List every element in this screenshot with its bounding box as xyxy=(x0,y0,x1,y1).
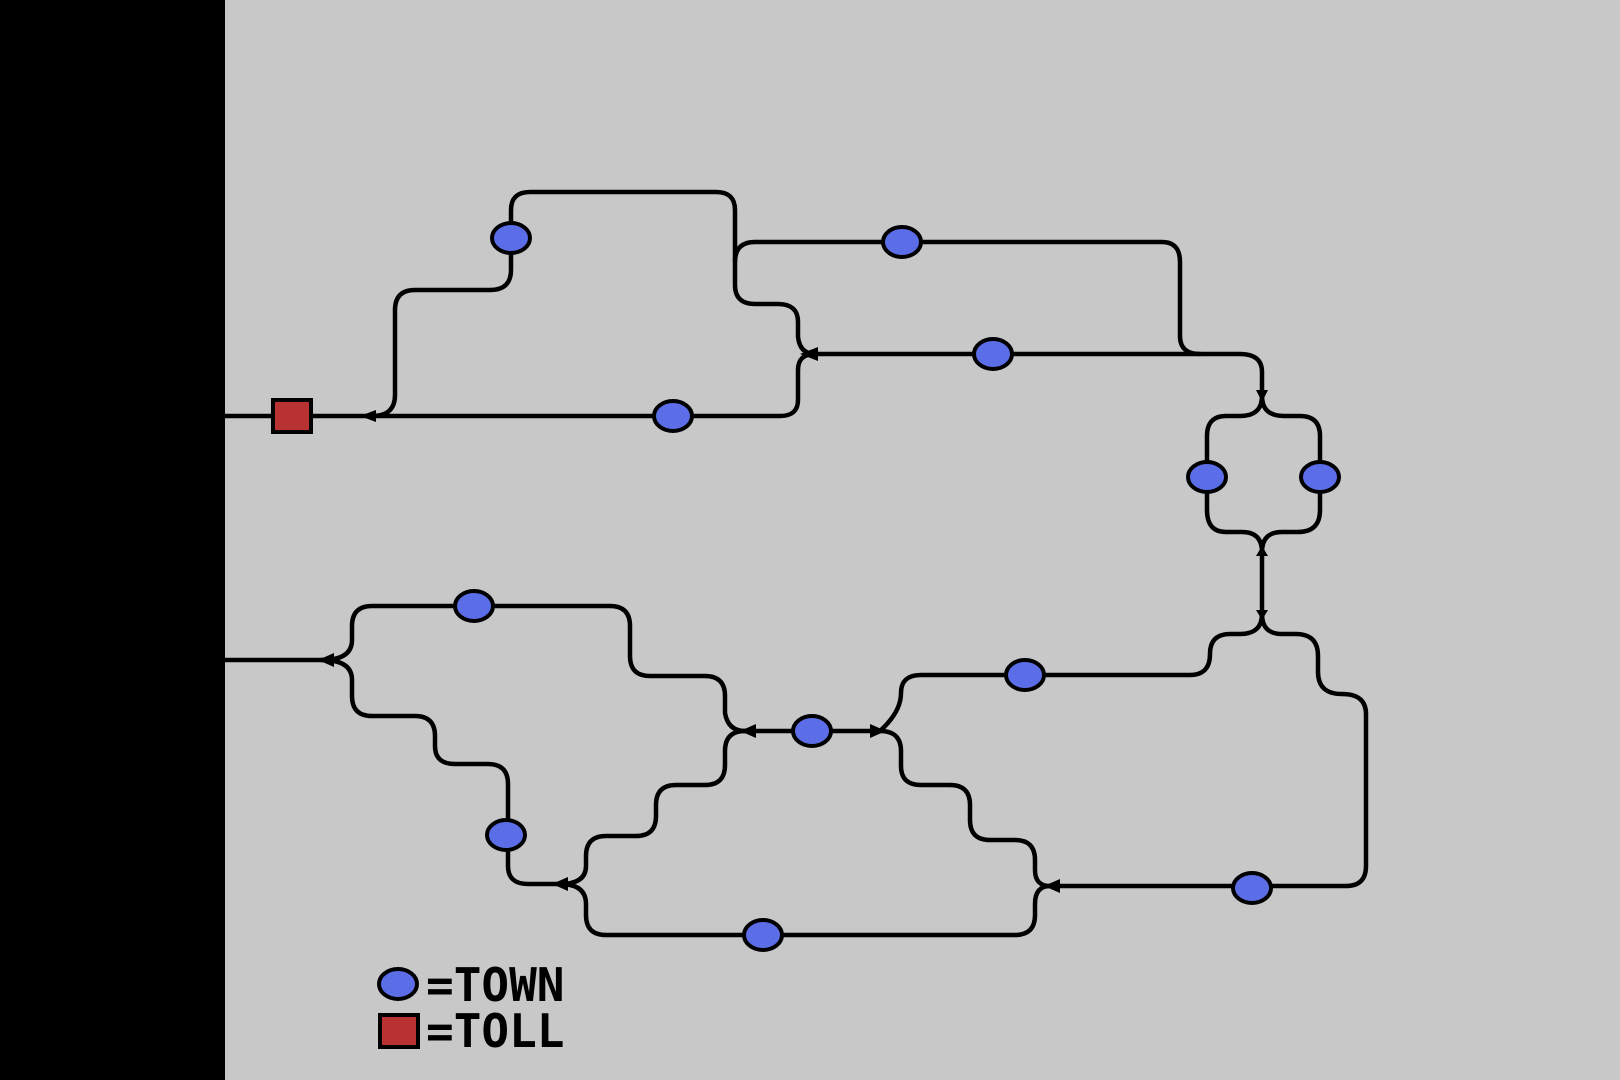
legend-town-icon xyxy=(377,967,419,1001)
town-icon[interactable] xyxy=(490,221,532,255)
junction-marker xyxy=(1044,879,1060,893)
junction-marker xyxy=(740,724,756,738)
road-lower-upper-arc xyxy=(319,603,748,734)
town-icon[interactable] xyxy=(742,918,784,952)
road-right-split-right xyxy=(1047,611,1369,889)
junction-marker xyxy=(360,410,376,422)
road-upper-loop xyxy=(732,239,1203,357)
town-icon[interactable] xyxy=(791,714,833,748)
tolls xyxy=(271,398,313,434)
junction-marker xyxy=(318,653,334,667)
town-icon[interactable] xyxy=(1186,460,1228,494)
legend-toll-label: =TOLL xyxy=(426,1004,564,1058)
town-icon[interactable] xyxy=(1231,871,1273,905)
town-icon[interactable] xyxy=(972,337,1014,371)
town-icon[interactable] xyxy=(453,589,495,623)
road-middle xyxy=(812,351,1265,399)
left-border xyxy=(0,0,225,1080)
road-south-trunk xyxy=(369,351,818,419)
road-center-down-right xyxy=(877,728,1053,889)
junction-marker xyxy=(800,347,818,361)
junction-markers xyxy=(318,347,1268,893)
junction-marker xyxy=(1256,390,1268,402)
junction-marker xyxy=(552,877,568,891)
town-icon[interactable] xyxy=(652,399,694,433)
road-right-split-left xyxy=(877,611,1265,734)
legend: =TOWN =TOLL xyxy=(377,958,564,1058)
town-icon[interactable] xyxy=(881,225,923,259)
junction-marker xyxy=(1256,610,1268,620)
towns xyxy=(453,221,1341,952)
road-north-branch xyxy=(369,189,818,419)
map-area xyxy=(225,0,1620,1080)
road-lower-left-snake xyxy=(319,657,563,887)
legend-town-label: =TOWN xyxy=(426,958,564,1012)
toll-icon[interactable] xyxy=(271,398,313,434)
roads xyxy=(222,189,1369,938)
legend-toll-icon xyxy=(378,1013,420,1049)
junction-marker xyxy=(870,724,886,738)
town-icon[interactable] xyxy=(1004,658,1046,692)
road-bottom-loop xyxy=(557,881,1053,938)
town-icon[interactable] xyxy=(485,818,527,852)
junction-marker xyxy=(1256,546,1268,556)
road-center-down-left xyxy=(557,728,748,887)
town-icon[interactable] xyxy=(1299,460,1341,494)
